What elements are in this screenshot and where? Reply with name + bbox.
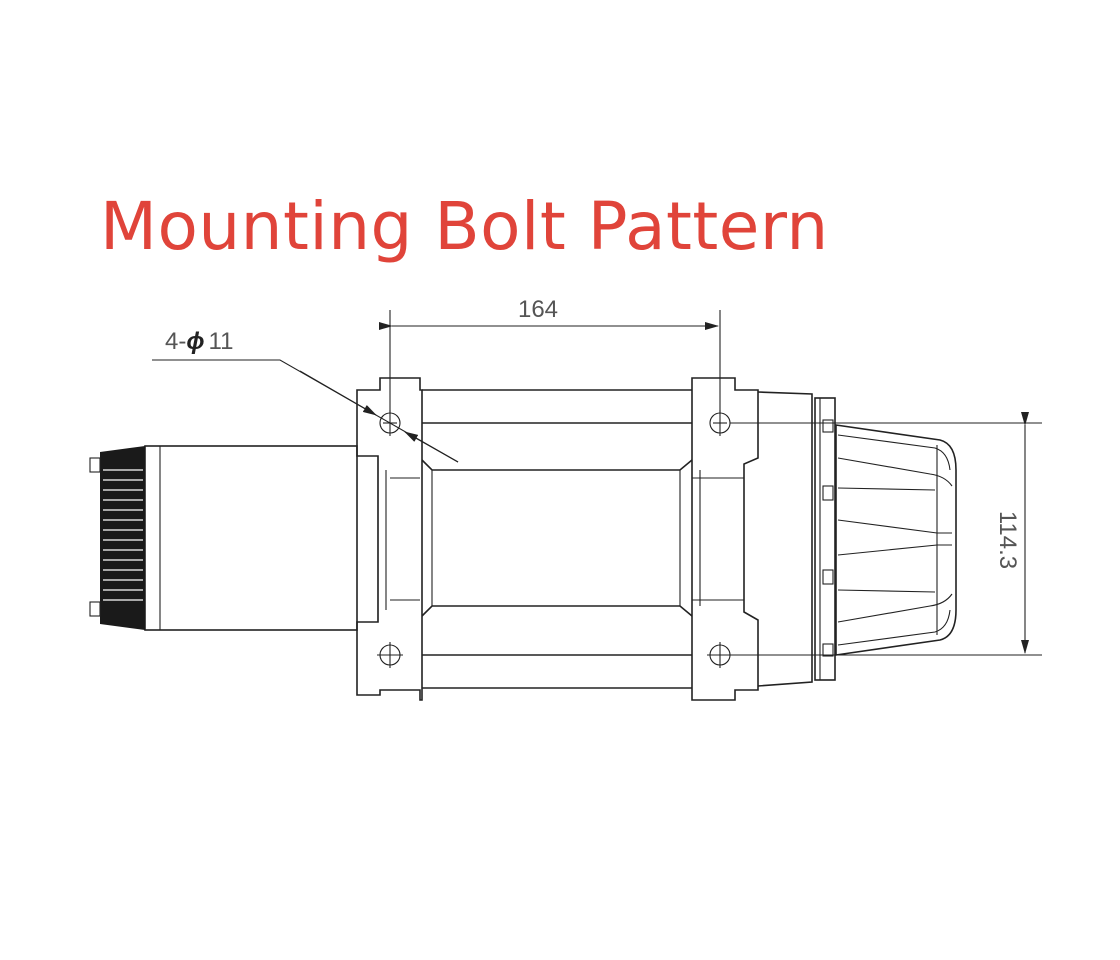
motor	[89, 445, 358, 631]
svg-text:4-ϕ11: 4-ϕ11	[165, 328, 233, 355]
dimension-114-3-label: 114.3	[994, 511, 1021, 569]
hole-diameter: 11	[209, 328, 234, 355]
diagram-title: Mounting Bolt Pattern	[100, 188, 829, 265]
dimension-114-3: 114.3	[730, 412, 1042, 656]
brake-cover	[835, 424, 957, 656]
right-end-plate	[691, 377, 759, 701]
dimension-164-label: 164	[518, 296, 558, 323]
left-end-plate	[356, 377, 423, 701]
hole-count: 4-	[165, 328, 186, 355]
dimension-164: 164	[379, 296, 721, 413]
bolt-hole-top-right	[709, 410, 731, 436]
drum	[421, 389, 693, 689]
bolt-hole-bottom-left	[377, 642, 403, 668]
gearbox	[757, 391, 836, 687]
bolt-hole-bottom-right	[707, 642, 733, 668]
diameter-symbol: ϕ	[186, 328, 204, 355]
